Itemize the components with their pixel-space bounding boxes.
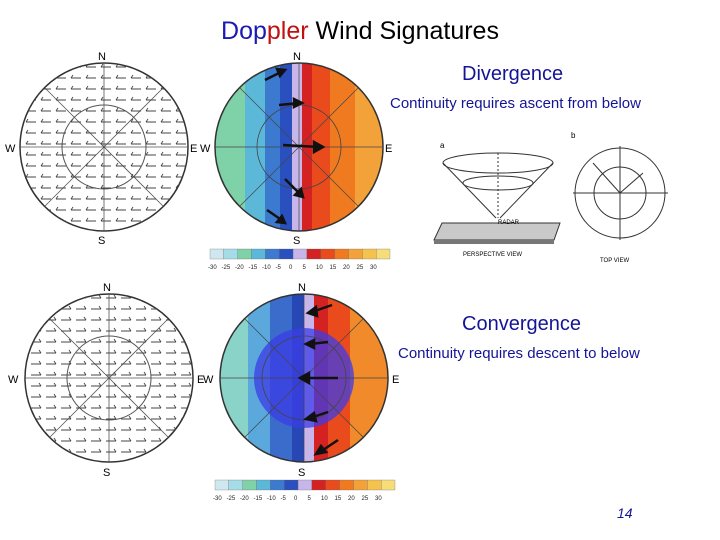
colorbar-swatch <box>334 248 349 260</box>
colorbar-tick: -30 <box>208 265 217 271</box>
divergence-wind-w: W <box>5 143 16 155</box>
colorbar-tick: -15 <box>254 496 263 502</box>
colorbar-swatch <box>311 479 326 491</box>
colorbar-swatch <box>251 248 266 260</box>
divergence-arrows <box>264 67 326 225</box>
colorbar-swatch <box>381 479 396 491</box>
colorbar-tick: 20 <box>343 265 350 271</box>
divergence-heading: Divergence <box>462 63 564 85</box>
colorbar-tick: 10 <box>321 496 328 502</box>
convergence-doppler-s: S <box>298 467 305 479</box>
colorbar-swatch <box>362 248 377 260</box>
divergence-wind-s: S <box>98 235 105 247</box>
divergence-wind-field: N S W E <box>5 51 197 247</box>
convergence-doppler-w: W <box>203 374 214 386</box>
colorbar-swatch <box>209 248 224 260</box>
colorbar-swatch <box>320 248 335 260</box>
colorbar-tick: 15 <box>330 265 337 271</box>
colorbar-tick: 0 <box>294 496 298 502</box>
colorbar-tick: 5 <box>303 265 307 271</box>
convergence-heading: Convergence <box>462 313 581 335</box>
convergence-arrows <box>297 303 339 456</box>
colorbar-swatch <box>348 248 363 260</box>
colorbar-tick: 25 <box>357 265 364 271</box>
divergence-wind-n: N <box>98 51 106 63</box>
diagram-perspective-label: PERSPECTIVE VIEW <box>463 252 522 258</box>
divergence-colorbar: -30 -25 -20 -15 -10 -5 0 5 10 15 20 25 30 <box>208 248 391 271</box>
colorbar-swatch <box>242 479 257 491</box>
convergence-wind-w: W <box>8 374 19 386</box>
diagram-topview-label: TOP VIEW <box>600 258 629 264</box>
colorbar-tick: 5 <box>308 496 312 502</box>
colorbar-swatch <box>223 248 238 260</box>
colorbar-swatch <box>284 479 299 491</box>
divergence-wind-e: E <box>190 143 197 155</box>
divergence-doppler-s: S <box>293 235 300 247</box>
convergence-doppler-n: N <box>298 282 306 294</box>
convergence-wind-e: E <box>197 374 204 386</box>
colorbar-tick: -15 <box>249 265 258 271</box>
divergence-doppler-n: N <box>293 51 301 63</box>
page-number: 14 <box>617 505 633 521</box>
colorbar-tick: -10 <box>262 265 271 271</box>
convergence-subtitle: Continuity requires descent to below <box>398 345 640 362</box>
colorbar-swatch <box>228 479 243 491</box>
colorbar-tick: -25 <box>227 496 236 502</box>
colorbar-swatch <box>292 248 308 260</box>
colorbar-tick: 25 <box>362 496 369 502</box>
colorbar-swatch <box>297 479 313 491</box>
divergence-subtitle: Continuity requires ascent from below <box>390 95 641 112</box>
colorbar-swatch <box>265 248 280 260</box>
colorbar-swatch <box>270 479 285 491</box>
colorbar-tick: 15 <box>335 496 342 502</box>
colorbar-swatch <box>256 479 271 491</box>
perspective-top-view-diagram: a b RADAR PERSPECTIVE VIEW TOP VIEW <box>433 131 668 264</box>
colorbar-tick: -10 <box>267 496 276 502</box>
colorbar-tick: 10 <box>316 265 323 271</box>
convergence-colorbar: -30 -25 -20 -15 -10 -5 0 5 10 15 20 25 30 <box>213 479 396 502</box>
colorbar-tick: 0 <box>289 265 293 271</box>
colorbar-swatch <box>325 479 340 491</box>
divergence-doppler-e: E <box>385 143 392 155</box>
convergence-doppler-e: E <box>392 374 399 386</box>
colorbar-swatch <box>279 248 294 260</box>
colorbar-swatch <box>306 248 321 260</box>
colorbar-swatch <box>353 479 368 491</box>
diagram-label-b: b <box>571 131 576 140</box>
diagram-label-a: a <box>440 141 445 150</box>
colorbar-tick: -5 <box>276 265 282 271</box>
convergence-doppler-display: N S W E <box>203 282 399 479</box>
page-title: Doppler Wind Signatures <box>221 17 499 45</box>
convergence-wind-field: N S W E <box>8 282 204 479</box>
divergence-doppler-display: N S W E <box>200 51 392 247</box>
colorbar-swatch <box>367 479 382 491</box>
diagram-radar-label: RADAR <box>498 220 520 226</box>
divergence-doppler-w: W <box>200 143 211 155</box>
colorbar-swatch <box>376 248 391 260</box>
convergence-wind-s: S <box>103 467 110 479</box>
colorbar-swatch <box>237 248 252 260</box>
colorbar-tick: 20 <box>348 496 355 502</box>
colorbar-tick: -30 <box>213 496 222 502</box>
colorbar-tick: -20 <box>240 496 249 502</box>
colorbar-tick: 30 <box>370 265 377 271</box>
colorbar-tick: -20 <box>235 265 244 271</box>
colorbar-tick: -25 <box>222 265 231 271</box>
colorbar-tick: -5 <box>281 496 287 502</box>
colorbar-tick: 30 <box>375 496 382 502</box>
colorbar-swatch <box>339 479 354 491</box>
colorbar-swatch <box>214 479 229 491</box>
convergence-wind-n: N <box>103 282 111 294</box>
